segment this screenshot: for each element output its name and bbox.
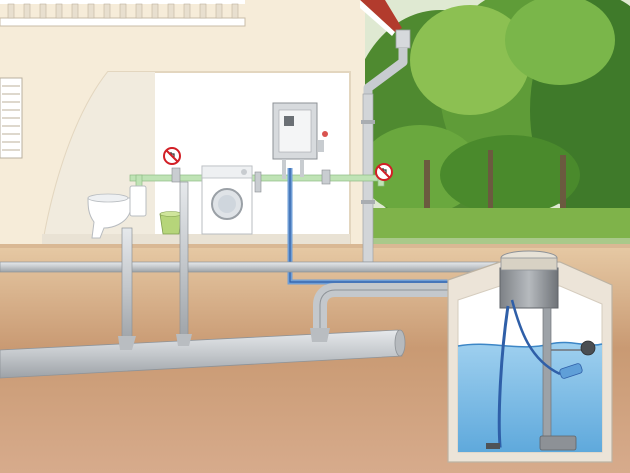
washing-machine-knob <box>241 169 247 175</box>
main-horizontal-drain <box>0 261 511 273</box>
washing-machine <box>201 165 253 235</box>
float-ball <box>580 340 596 356</box>
control-unit-indicator <box>322 131 328 137</box>
no-drink-sign-indoor <box>163 147 181 165</box>
toilet-seat <box>87 193 129 203</box>
supply-pipe-valve <box>321 169 331 185</box>
control-unit <box>272 102 328 179</box>
submersible-pump <box>539 435 577 451</box>
roof-edge <box>360 0 402 32</box>
tree-trunk <box>424 160 430 215</box>
tree-canopy <box>440 135 580 215</box>
float-switch-cable <box>510 299 561 376</box>
supply-pipe-valve <box>171 167 181 183</box>
overflow-drain-junction <box>310 328 330 342</box>
float-switch <box>559 363 583 379</box>
rainwater-tank <box>447 250 613 463</box>
toilet-cistern <box>129 185 147 217</box>
washer-drain-vertical <box>179 181 189 343</box>
toilet-drain-junction <box>118 336 136 350</box>
supply-pipe-valve <box>254 171 262 193</box>
sewer-main <box>0 329 403 379</box>
pump-hose-to-house-outline <box>289 168 500 283</box>
no-drink-sign-outdoor <box>375 163 393 181</box>
downpipe-bend <box>363 48 408 96</box>
background-landscape <box>350 0 630 246</box>
railing-top <box>0 0 245 4</box>
lawn-edge <box>360 238 630 246</box>
tree-canopy <box>505 0 615 85</box>
downpipe-clamp <box>361 120 375 124</box>
toilet-drain-vertical <box>121 227 133 345</box>
drainage-pipes <box>0 181 511 379</box>
pump-standpipe <box>542 307 552 441</box>
washing-machine-panel <box>201 165 253 179</box>
control-unit-valve <box>318 140 324 152</box>
control-unit-display <box>284 116 294 126</box>
tank-filter-housing <box>499 267 559 309</box>
balcony-railing <box>0 0 246 27</box>
roof-fascia <box>360 0 395 36</box>
bucket-body <box>159 213 183 235</box>
overflow-pipe-bend-outline <box>319 289 500 330</box>
window-shutter <box>0 77 23 159</box>
gutter-head <box>395 29 411 49</box>
control-unit-screen <box>278 109 312 153</box>
downpipe-clamp <box>361 200 375 204</box>
washer-drain-junction <box>176 334 192 346</box>
bucket <box>159 211 183 235</box>
ground-surface-line <box>0 244 630 248</box>
tree-canopy <box>410 5 530 115</box>
suction-filter-float <box>486 443 500 449</box>
tree-trunk <box>488 150 493 215</box>
toilet-bowl <box>87 197 131 239</box>
trees <box>350 0 630 230</box>
railing-base <box>0 17 246 27</box>
toilet <box>87 185 147 239</box>
tank-water <box>458 342 602 452</box>
control-unit-pipe <box>300 159 304 177</box>
house <box>0 0 402 251</box>
railing-balusters <box>7 3 239 19</box>
tank-lid-collar <box>500 257 558 271</box>
tank-suction-hose <box>494 305 510 448</box>
control-unit-pipe <box>282 159 286 179</box>
sewer-main-end <box>394 329 406 357</box>
tree-trunk <box>560 155 566 215</box>
